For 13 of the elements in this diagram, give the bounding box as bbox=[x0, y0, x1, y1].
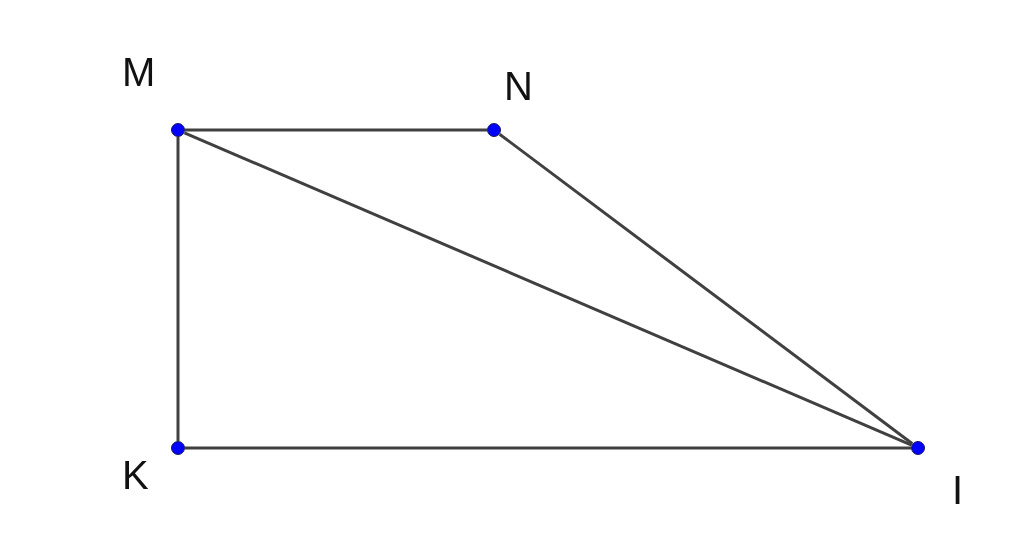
point-label: N bbox=[504, 66, 533, 106]
point-dot bbox=[911, 441, 925, 455]
line-segment bbox=[185, 446, 911, 450]
line-segment bbox=[183, 131, 913, 447]
point-dot bbox=[171, 123, 185, 137]
point-label: K bbox=[122, 455, 149, 495]
line-segment bbox=[176, 137, 180, 441]
point-dot bbox=[171, 441, 185, 455]
line-segment bbox=[498, 133, 914, 445]
line-segment bbox=[185, 128, 487, 132]
point-label: M bbox=[122, 52, 156, 92]
point-label: I bbox=[952, 470, 964, 510]
point-dot bbox=[487, 123, 501, 137]
